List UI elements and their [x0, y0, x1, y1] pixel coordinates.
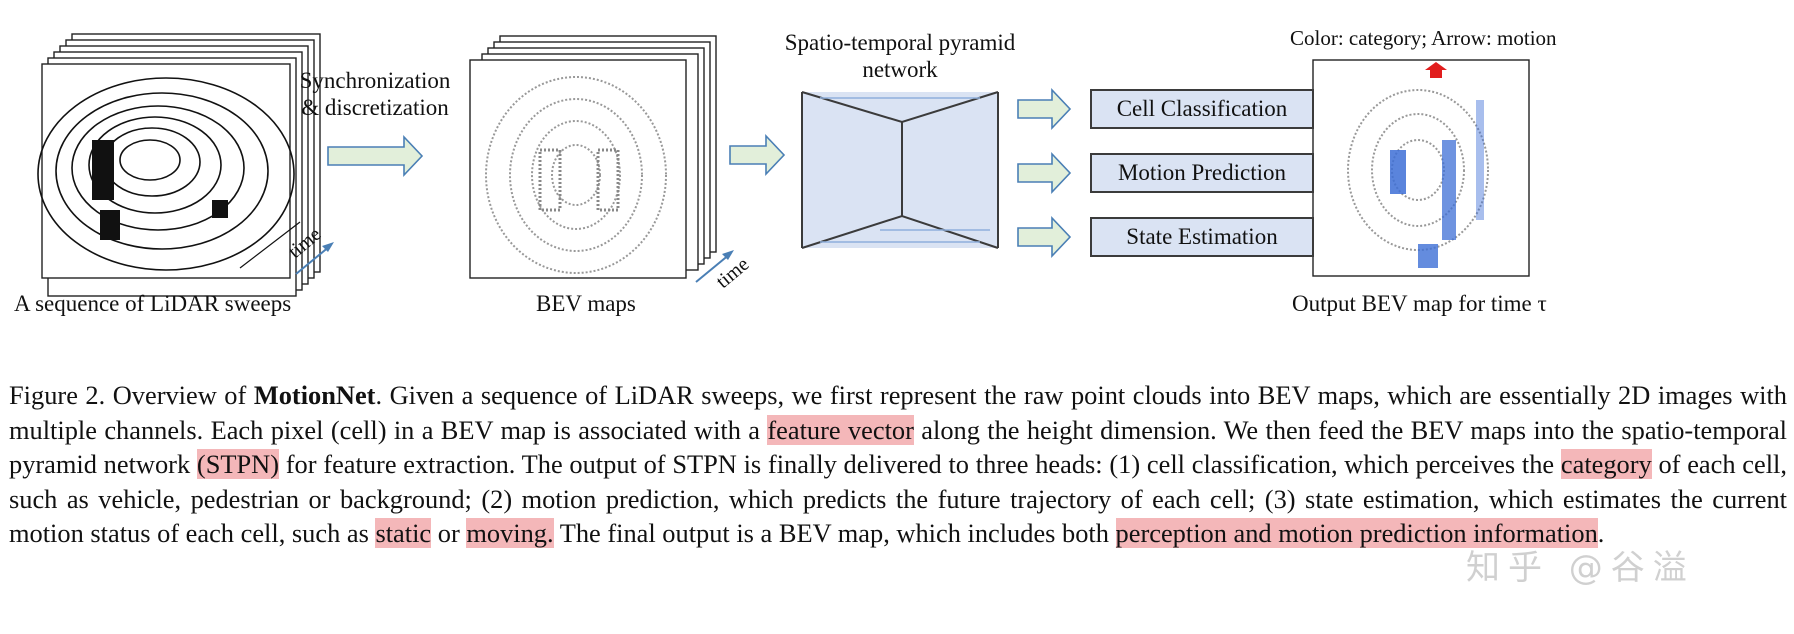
sync-label: Synchronization & discretization	[296, 68, 454, 122]
head-arrow-classification	[1017, 87, 1072, 131]
lidar-obstacles	[92, 140, 228, 240]
lidar-rings	[37, 77, 295, 271]
zhihu-watermark: 知乎 @谷溢	[1466, 548, 1695, 588]
bev-caption: BEV maps	[536, 291, 636, 316]
caption-text-5: or	[431, 518, 467, 548]
category-blue-region	[1390, 150, 1406, 194]
caption-text-3: for feature extraction. The output of ST…	[279, 449, 1561, 479]
highlight-category: category	[1560, 449, 1652, 479]
bev-points	[485, 76, 667, 274]
stpn-label: Spatio-temporal pyramid network	[770, 30, 1030, 84]
figure-caption: Figure 2. Overview of MotionNet. Given a…	[9, 378, 1787, 551]
highlight-moving: moving.	[466, 518, 554, 548]
head-motion-prediction: Motion Prediction	[1090, 153, 1314, 193]
highlight-feature-vector: feature vector	[767, 414, 914, 445]
head-arrow-state	[1017, 215, 1072, 259]
head-cell-classification: Cell Classification	[1090, 89, 1314, 129]
sync-arrow	[327, 134, 424, 178]
input-caption: A sequence of LiDAR sweeps	[14, 291, 292, 316]
stpn-label-line1: Spatio-temporal pyramid	[784, 30, 1016, 55]
caption-motionnet: MotionNet	[253, 380, 376, 410]
sync-label-line2: & discretization	[301, 95, 449, 121]
head-state-estimation: State Estimation	[1090, 217, 1314, 257]
caption-text-2: along the height dimension. We then feed…	[9, 414, 1788, 480]
lidar-sweep-stack	[37, 33, 321, 297]
output-bev-map	[1312, 59, 1530, 277]
highlight-stpn: (STPN)	[196, 449, 280, 479]
bev-map-stack	[469, 35, 717, 279]
motionnet-overview-diagram	[37, 33, 1530, 297]
output-top-label: Color: category; Arrow: motion	[1290, 26, 1557, 50]
caption-text-1: . Given a sequence of LiDAR sweeps, we f…	[9, 380, 1788, 445]
caption-text-4: of each cell, such as vehicle, pedestria…	[9, 449, 1787, 548]
output-caption: Output BEV map for time τ	[1292, 291, 1547, 316]
stpn-label-line2: network	[862, 57, 938, 83]
stpn-network-shape	[801, 91, 999, 249]
head-arrow-motion	[1017, 151, 1072, 195]
sync-label-line1: Synchronization	[299, 68, 451, 93]
highlight-perception-motion: perception and motion prediction informa…	[1115, 518, 1598, 548]
motion-red-arrow	[1425, 62, 1447, 78]
caption-prefix: Figure 2. Overview of	[9, 380, 254, 410]
time-arrow-2	[695, 253, 731, 283]
stpn-input-arrow	[729, 133, 786, 177]
caption-text-6: The final output is a BEV map, which inc…	[553, 518, 1116, 548]
caption-text-7: .	[1597, 518, 1605, 548]
highlight-static: static	[375, 518, 432, 548]
time-arrow-1	[295, 245, 331, 275]
